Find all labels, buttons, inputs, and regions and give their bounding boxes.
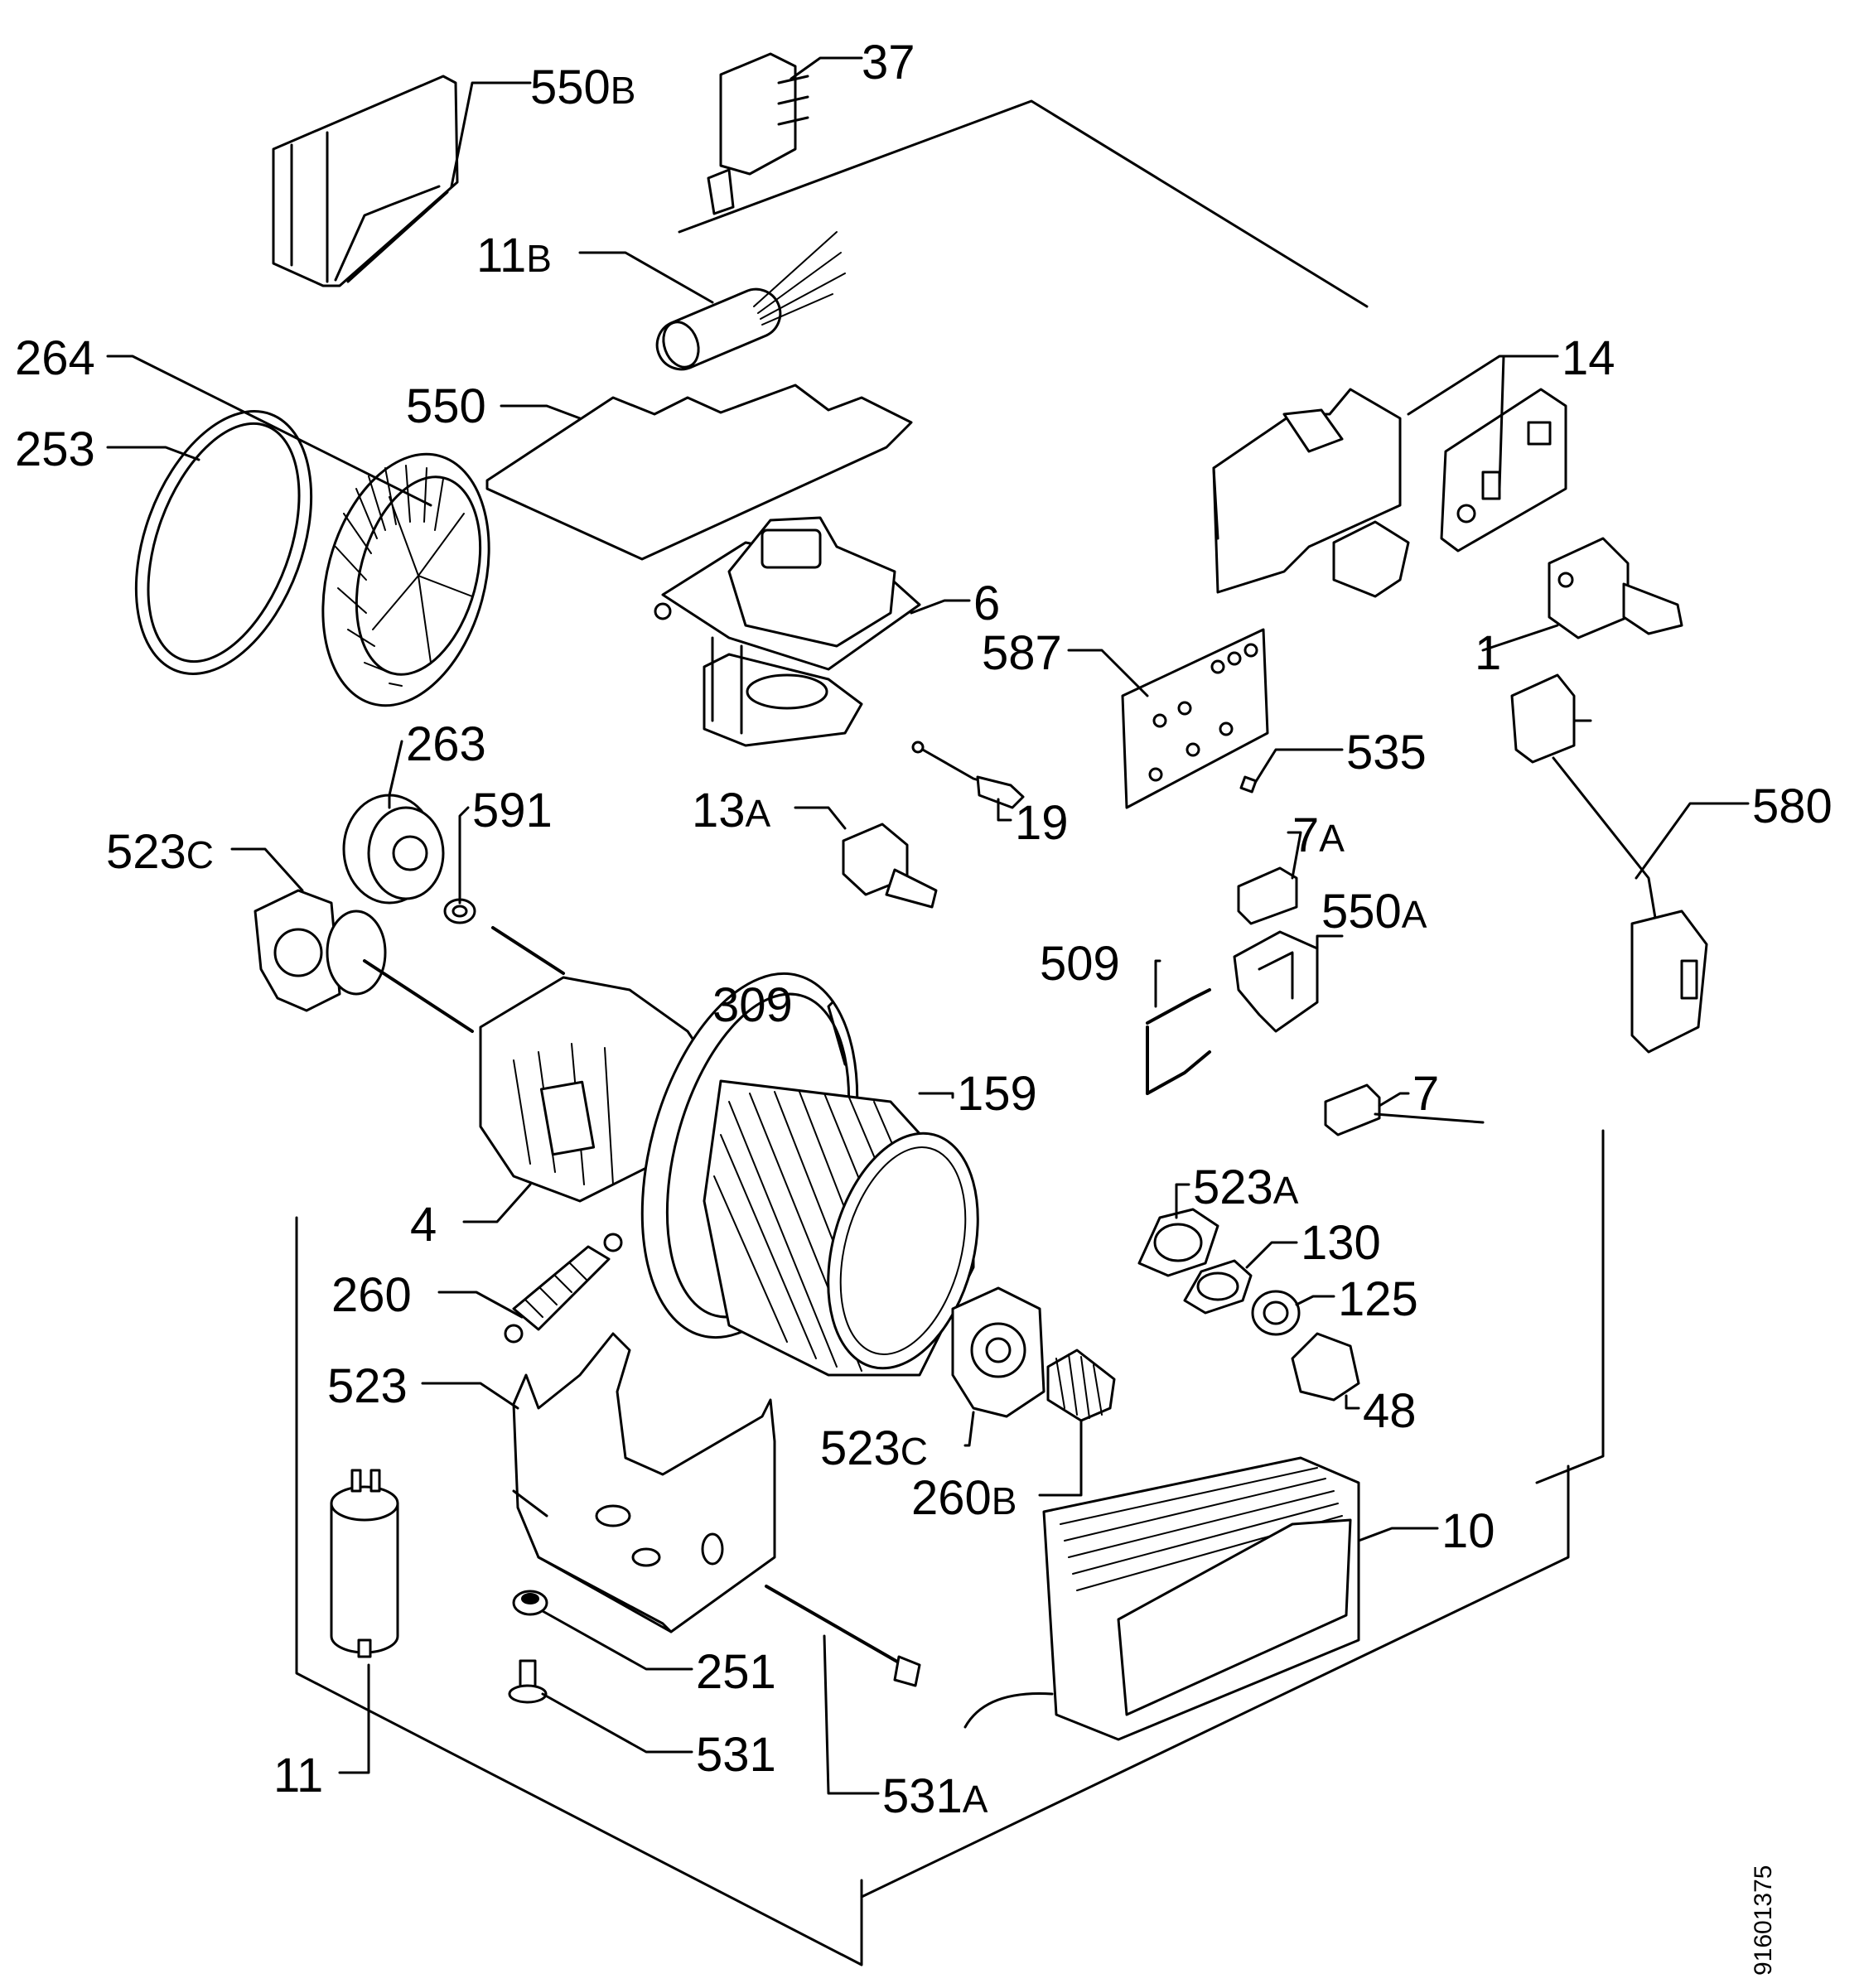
part-264-fan-wheel [321, 452, 490, 707]
part-523a-gasket [1137, 1208, 1219, 1277]
label-550: 550 [406, 379, 486, 433]
label-580: 580 [1752, 779, 1833, 833]
part-19-sensor [911, 741, 1025, 809]
label-509: 509 [1040, 937, 1120, 991]
part-263-pulley [342, 794, 445, 905]
label-523: 523 [327, 1359, 408, 1413]
part-7a-microswitch [1237, 866, 1298, 925]
part-260-spring [504, 1233, 623, 1344]
label-550b: 550B [530, 60, 635, 114]
label-7: 7 [1412, 1067, 1439, 1121]
part-14-control-box [1212, 388, 1567, 598]
part-48-thermostat [1291, 1332, 1360, 1402]
part-587-pcb [1121, 628, 1269, 809]
label-523c-upper: 523C [106, 825, 214, 879]
cabinet-outline [295, 99, 1605, 1966]
label-125: 125 [1338, 1272, 1418, 1326]
part-130-gasket [1183, 1259, 1253, 1315]
label-263: 263 [406, 717, 486, 771]
part-251-grommet [512, 1590, 548, 1616]
label-10: 10 [1441, 1504, 1495, 1558]
label-13a: 13A [692, 784, 771, 837]
part-550b-panel [272, 75, 459, 287]
label-523c-lower: 523C [820, 1421, 928, 1475]
callout-labels: 550B 37 11B 264 253 550 14 6 587 1 263 5… [15, 36, 1833, 1823]
part-531-screw [508, 1659, 548, 1704]
label-309: 309 [712, 978, 793, 1032]
part-580-pressure-switch [1510, 673, 1708, 1054]
label-14: 14 [1562, 331, 1615, 385]
part-125-ring [1251, 1290, 1301, 1336]
part-550-plate [485, 384, 913, 561]
label-587: 587 [982, 626, 1062, 680]
label-260b: 260B [911, 1471, 1017, 1525]
part-11-capacitor [330, 1469, 399, 1658]
part-1-switch [1548, 537, 1683, 639]
part-11b-capacitor [655, 231, 846, 371]
label-7a: 7A [1292, 808, 1345, 862]
label-251: 251 [696, 1645, 776, 1699]
label-159: 159 [957, 1067, 1037, 1121]
label-130: 130 [1301, 1216, 1381, 1270]
label-523a: 523A [1193, 1160, 1299, 1214]
label-11b: 11B [476, 229, 552, 282]
label-11: 11 [273, 1749, 323, 1802]
part-37-connector [707, 52, 809, 215]
part-509-wire [1146, 988, 1211, 1095]
label-1: 1 [1475, 626, 1501, 680]
label-550a: 550A [1321, 885, 1427, 939]
label-37: 37 [862, 36, 915, 89]
part-523c-upper-bearing [254, 889, 387, 1012]
part-13a-connector [842, 823, 938, 909]
drawing-reference-number: 91601375 [1750, 1865, 1777, 1976]
part-523c-lower-bearing [951, 1286, 1045, 1418]
label-535: 535 [1346, 726, 1427, 779]
label-6: 6 [973, 577, 1000, 630]
label-48: 48 [1363, 1384, 1417, 1438]
part-523-motor-bracket [512, 1332, 776, 1633]
label-253: 253 [15, 422, 95, 476]
part-7-microswitch [1324, 1083, 1485, 1136]
leader-lines [106, 56, 1750, 1795]
label-531: 531 [696, 1728, 776, 1782]
label-19: 19 [1015, 796, 1069, 850]
label-591: 591 [472, 784, 553, 837]
part-10-heater [963, 1456, 1360, 1741]
part-159-fan-drum [703, 1079, 979, 1377]
label-264: 264 [15, 331, 95, 385]
label-260: 260 [331, 1268, 412, 1322]
part-260b-spring [1046, 1349, 1116, 1422]
part-6-motor-assembly [654, 516, 921, 747]
part-591-washer [443, 898, 476, 924]
part-253-belt [134, 410, 313, 675]
label-4: 4 [410, 1198, 437, 1252]
part-550a-bracket [1233, 930, 1319, 1033]
part-535 [1239, 775, 1258, 794]
label-531a: 531A [882, 1769, 988, 1823]
part-531a-bolt [765, 1585, 921, 1687]
